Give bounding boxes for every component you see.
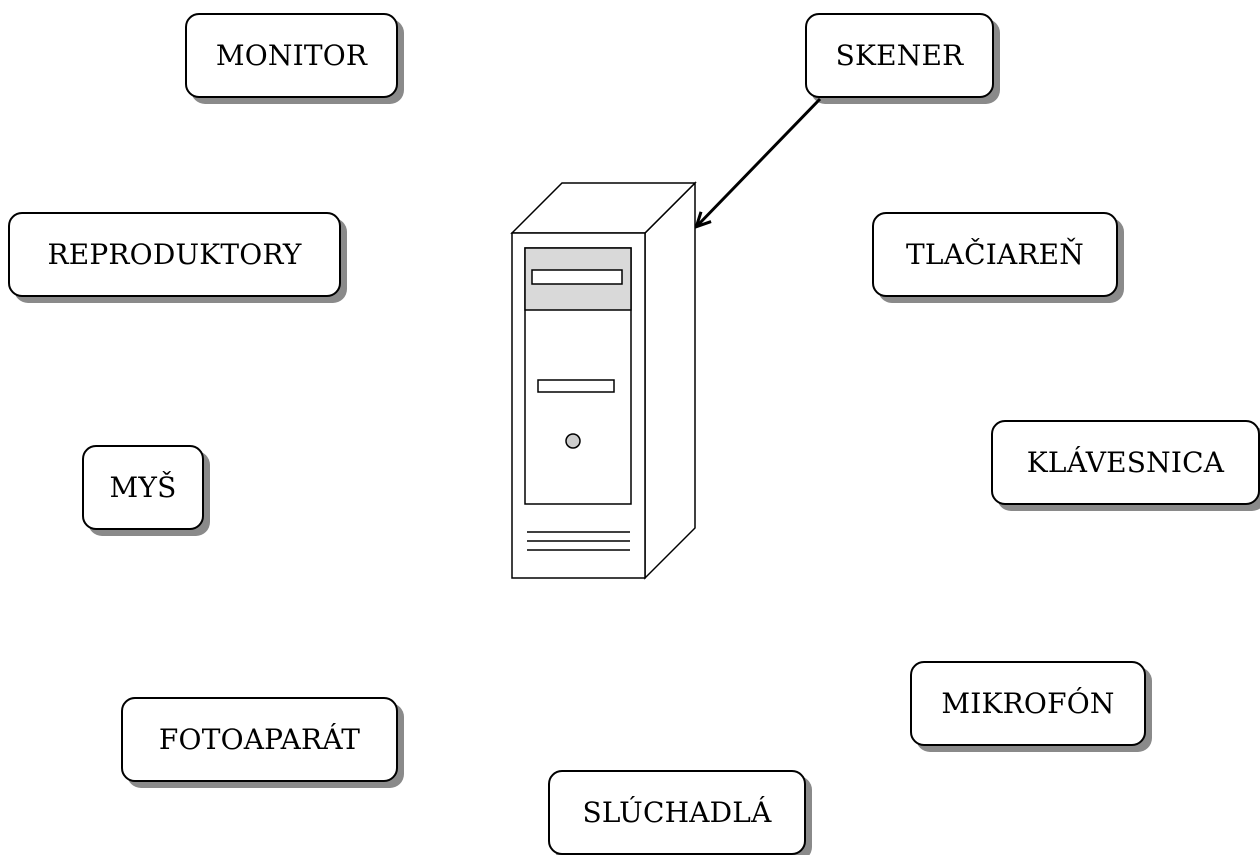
node-monitor-label: MONITOR bbox=[215, 39, 368, 72]
node-reproduktory[interactable]: REPRODUKTORY bbox=[8, 212, 341, 297]
node-skener[interactable]: SKENER bbox=[805, 13, 994, 98]
optical-drive-slot bbox=[531, 269, 623, 285]
node-mys-label: MYŠ bbox=[109, 471, 177, 504]
computer-tower-icon[interactable] bbox=[510, 181, 697, 580]
node-reproduktory-label: REPRODUKTORY bbox=[47, 238, 302, 271]
floppy-drive-slot bbox=[537, 379, 615, 393]
node-sluchadla-label: SLÚCHADLÁ bbox=[582, 796, 772, 829]
tower-side-panel bbox=[644, 181, 696, 580]
node-fotoaparat[interactable]: FOTOAPARÁT bbox=[121, 697, 398, 782]
power-button bbox=[565, 433, 581, 449]
node-klavesnica[interactable]: KLÁVESNICA bbox=[991, 420, 1260, 505]
node-fotoaparat-label: FOTOAPARÁT bbox=[158, 723, 361, 756]
node-monitor[interactable]: MONITOR bbox=[185, 13, 398, 98]
node-skener-label: SKENER bbox=[835, 39, 964, 72]
node-mys[interactable]: MYŠ bbox=[82, 445, 204, 530]
edge-skener-to-computer-arrow bbox=[697, 97, 822, 226]
node-klavesnica-label: KLÁVESNICA bbox=[1026, 446, 1225, 479]
node-tlaciaren-label: TLAČIAREŇ bbox=[905, 238, 1085, 271]
node-sluchadla[interactable]: SLÚCHADLÁ bbox=[548, 770, 806, 855]
node-tlaciaren[interactable]: TLAČIAREŇ bbox=[872, 212, 1118, 297]
node-mikrofon-label: MIKROFÓN bbox=[941, 687, 1115, 720]
node-mikrofon[interactable]: MIKROFÓN bbox=[910, 661, 1146, 746]
